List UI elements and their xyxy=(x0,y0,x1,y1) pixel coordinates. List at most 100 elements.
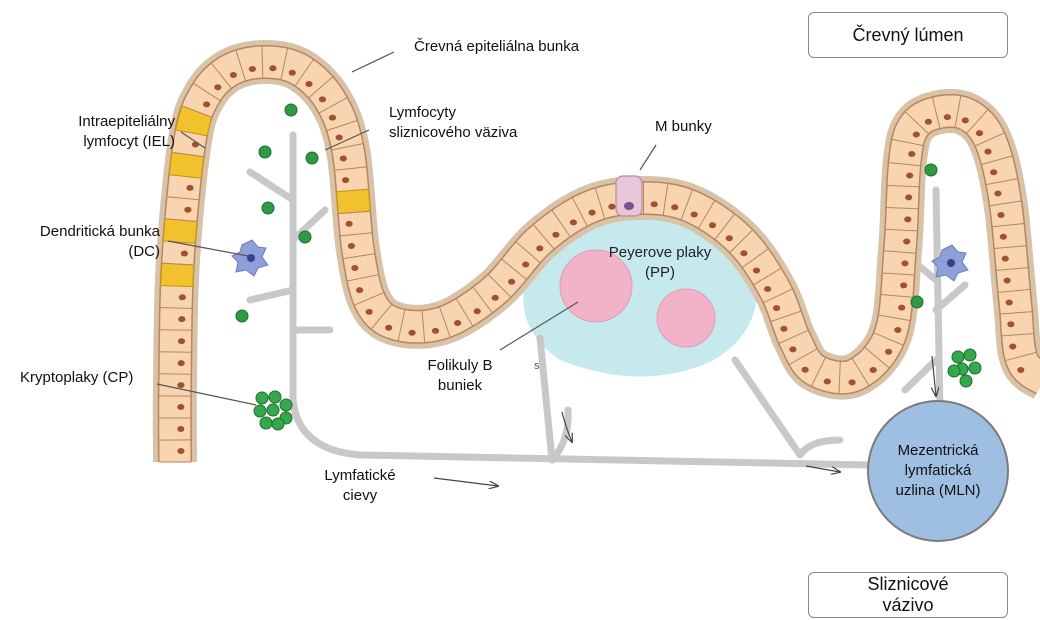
cell-nucleus xyxy=(184,207,191,213)
cell-nucleus xyxy=(976,130,983,136)
cell-nucleus xyxy=(177,448,184,454)
cell-nucleus xyxy=(432,328,439,334)
cell-nucleus xyxy=(994,191,1001,197)
cell-nucleus xyxy=(346,221,353,227)
cell-nucleus xyxy=(348,243,355,249)
cell-nucleus xyxy=(894,327,901,333)
cell-nucleus xyxy=(898,305,905,311)
cell-nucleus xyxy=(589,210,596,216)
cell-nucleus xyxy=(492,295,499,301)
cell-nucleus xyxy=(177,404,184,410)
small-s-label: s xyxy=(534,360,540,372)
cell-nucleus xyxy=(179,294,186,300)
cryptopatch-cluster xyxy=(254,391,292,430)
lymphatic-vessels-label: Lymfatické cievy xyxy=(305,466,415,506)
iel-label: Intraepiteliálny lymfocyt (IEL) xyxy=(10,112,175,152)
cell-nucleus xyxy=(764,286,771,292)
cell-border xyxy=(160,330,192,331)
cell-nucleus xyxy=(908,151,915,157)
cryptopatch-cluster xyxy=(948,349,981,387)
cell-nucleus xyxy=(608,204,615,210)
peyer-patch-label: Peyerove plaky (PP) xyxy=(590,243,730,283)
cell-nucleus xyxy=(944,114,951,120)
cell-nucleus xyxy=(192,142,199,148)
cell-nucleus xyxy=(319,96,326,102)
cell-nucleus xyxy=(997,212,1004,218)
cell-nucleus xyxy=(671,204,678,210)
cell-nucleus xyxy=(177,426,184,432)
cell-nucleus xyxy=(178,338,185,344)
cell-nucleus xyxy=(186,185,193,191)
cell-nucleus xyxy=(904,216,911,222)
intraepithelial-lymphocyte xyxy=(337,189,371,213)
cell-nucleus xyxy=(870,367,877,373)
cell-nucleus xyxy=(913,132,920,138)
cell-nucleus xyxy=(990,169,997,175)
cryptopatch-label: Kryptoplaky (CP) xyxy=(20,368,133,388)
cell-nucleus xyxy=(962,117,969,123)
b-cell-follicle xyxy=(657,289,715,347)
cell-nucleus xyxy=(454,320,461,326)
cell-nucleus xyxy=(1017,367,1024,373)
cell-nucleus xyxy=(214,84,221,90)
mln-label: Mezentrická lymfatická uzlina (MLN) xyxy=(868,441,1008,501)
cell-nucleus xyxy=(570,219,577,225)
cell-nucleus xyxy=(230,72,237,78)
cell-nucleus xyxy=(178,360,185,366)
cell-nucleus xyxy=(342,177,349,183)
cell-nucleus xyxy=(177,382,184,388)
cell-nucleus xyxy=(726,235,733,241)
cell-nucleus xyxy=(508,279,515,285)
cell-nucleus xyxy=(340,156,347,162)
cell-nucleus xyxy=(552,232,559,238)
intraepithelial-lymphocyte xyxy=(161,263,194,287)
cell-nucleus xyxy=(269,65,276,71)
cell-nucleus xyxy=(906,173,913,179)
cell-nucleus xyxy=(849,379,856,385)
cell-nucleus xyxy=(903,239,910,245)
cell-nucleus xyxy=(773,305,780,311)
lumen-label: Črevný lúmen xyxy=(808,12,1008,58)
cell-nucleus xyxy=(522,262,529,268)
cell-nucleus xyxy=(780,326,787,332)
m-cell xyxy=(616,176,642,216)
cell-nucleus xyxy=(740,250,747,256)
cell-nucleus xyxy=(474,308,481,314)
cell-nucleus xyxy=(901,260,908,266)
cell-nucleus xyxy=(351,265,358,271)
cell-nucleus xyxy=(984,149,991,155)
cell-nucleus xyxy=(356,287,363,293)
dendritic-cell-label: Dendritická bunka (DC) xyxy=(0,222,160,262)
cell-nucleus xyxy=(409,330,416,336)
lamina-propria-label: Sliznicové vázivo xyxy=(808,572,1008,618)
cell-nucleus xyxy=(178,316,185,322)
cell-nucleus xyxy=(709,222,716,228)
cell-nucleus xyxy=(203,101,210,107)
cell-nucleus xyxy=(1007,321,1014,327)
cell-nucleus xyxy=(753,268,760,274)
cell-nucleus xyxy=(336,135,343,141)
cell-nucleus xyxy=(329,115,336,121)
b-follicles-label: Folikuly B buniek xyxy=(405,356,515,396)
cell-nucleus xyxy=(925,119,932,125)
dendritic-cell xyxy=(232,240,268,276)
cell-nucleus xyxy=(789,346,796,352)
cell-nucleus xyxy=(1004,278,1011,284)
cell-nucleus xyxy=(366,309,373,315)
cell-nucleus xyxy=(249,66,256,72)
cell-nucleus xyxy=(802,367,809,373)
cell-nucleus xyxy=(305,81,312,87)
epithelial-cell-label: Črevná epiteliálna bunka xyxy=(414,37,579,57)
cell-nucleus xyxy=(536,245,543,251)
cell-nucleus xyxy=(905,194,912,200)
cell-nucleus xyxy=(824,379,831,385)
lamina-lymphocytes-label: Lymfocyty sliznicového väziva xyxy=(389,103,517,143)
cell-nucleus xyxy=(385,325,392,331)
cell-nucleus xyxy=(651,201,658,207)
cell-nucleus xyxy=(1009,344,1016,350)
cell-nucleus xyxy=(885,349,892,355)
cell-nucleus xyxy=(289,70,296,76)
cell-nucleus xyxy=(1002,256,1009,262)
m-cells-label: M bunky xyxy=(655,117,712,137)
